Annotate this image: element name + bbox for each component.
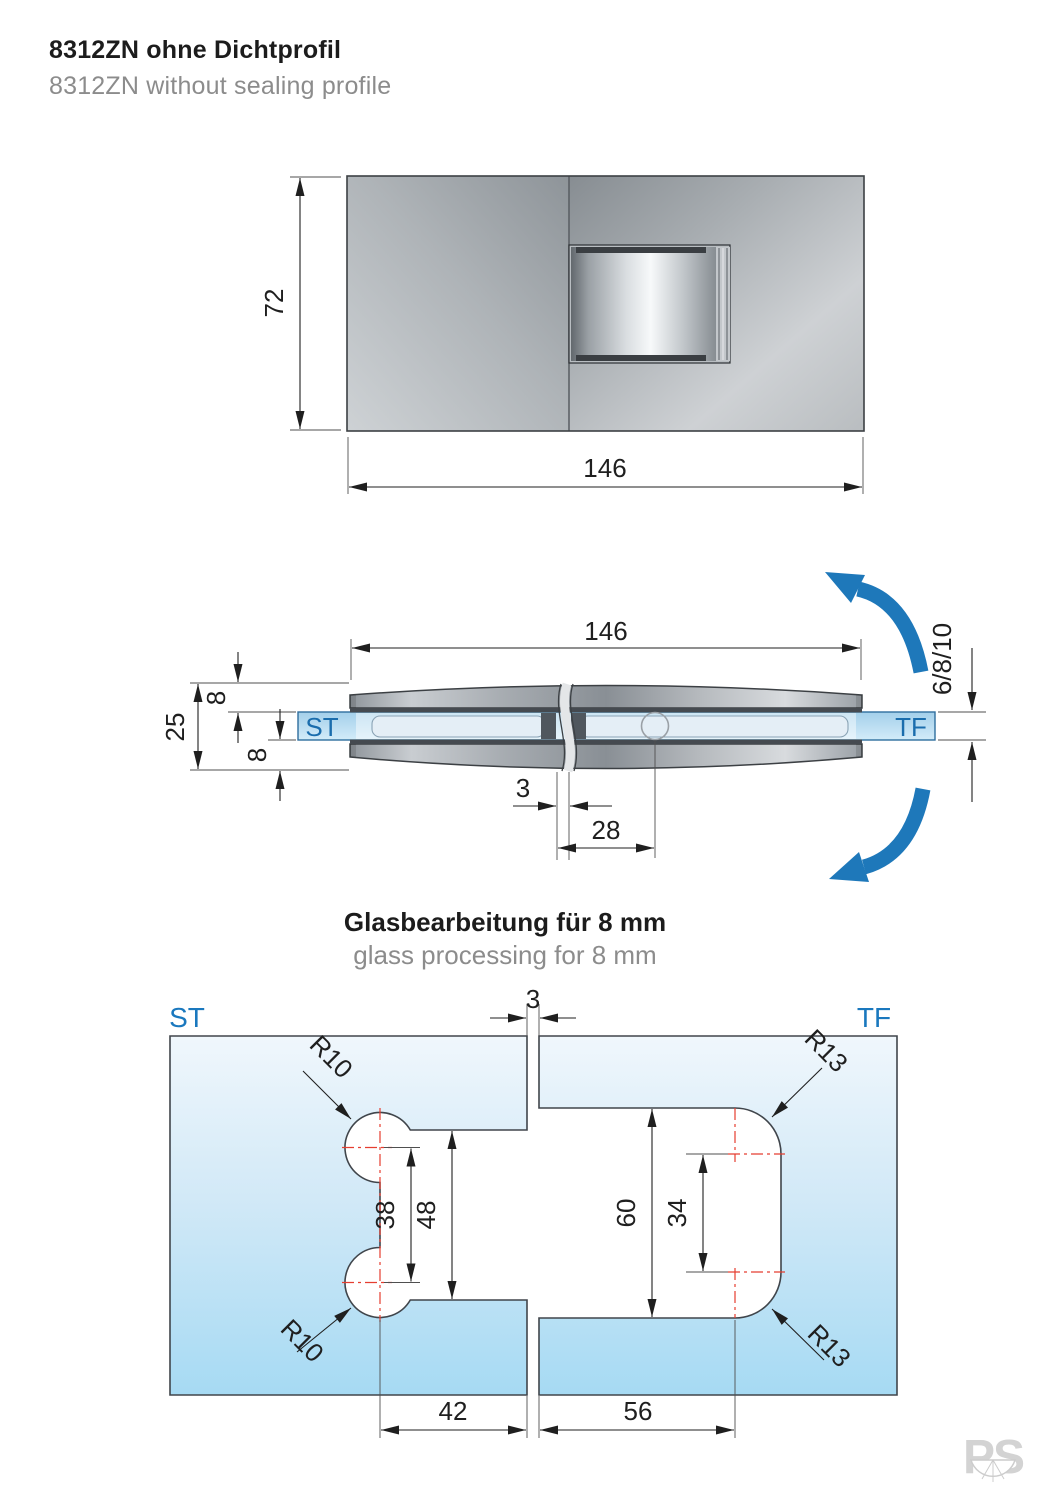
dim-label-48: 48 bbox=[411, 1201, 441, 1230]
dim-tf-centers-34: 34 bbox=[662, 1153, 728, 1273]
dim-panel-gap-3: 3 bbox=[490, 984, 576, 1036]
hinge-roller bbox=[568, 244, 731, 364]
dim-label-34: 34 bbox=[662, 1199, 692, 1228]
dim-tf-width-56: 56 bbox=[538, 1320, 736, 1438]
dim-label-28: 28 bbox=[592, 815, 621, 845]
panel-label-tf: TF bbox=[857, 1002, 891, 1033]
section-title-english: glass processing for 8 mm bbox=[353, 940, 656, 970]
pivot-axis-circle bbox=[640, 711, 670, 741]
dim-label-60: 60 bbox=[611, 1199, 641, 1228]
dim-plate-top-8: 8 bbox=[201, 652, 296, 743]
panel-label-st: ST bbox=[169, 1002, 205, 1033]
dim-st-centers-38: 38 bbox=[370, 1147, 420, 1283]
dim-label-25: 25 bbox=[160, 713, 190, 742]
clamp-shadow-top bbox=[350, 708, 862, 713]
rotation-arrowhead-up bbox=[825, 572, 865, 603]
brand-logo: PS bbox=[963, 1431, 1026, 1484]
plate-top bbox=[349, 684, 863, 709]
dim-tf-cutout-60: 60 bbox=[611, 1109, 657, 1317]
plate-bottom bbox=[349, 743, 863, 770]
dim-label-146-top: 146 bbox=[583, 453, 626, 483]
side-view: 146 ST TF bbox=[160, 572, 986, 882]
clamp-pad-right bbox=[579, 715, 849, 738]
hinge-cover-left bbox=[347, 176, 569, 431]
dim-label-38: 38 bbox=[370, 1201, 400, 1230]
dim-plate-bottom-8: 8 bbox=[242, 709, 296, 801]
glass-panel-st bbox=[169, 1035, 528, 1396]
dim-label-glass-thickness: 6/8/10 bbox=[927, 623, 957, 695]
glass-processing-view: Glasbearbeitung für 8 mm glass processin… bbox=[169, 907, 898, 1438]
dim-st-width-42: 42 bbox=[379, 1320, 528, 1438]
dim-label-3-side: 3 bbox=[516, 773, 530, 803]
rotation-arrow-up bbox=[825, 572, 929, 674]
dim-label-3-bottom: 3 bbox=[526, 984, 540, 1014]
page-title-english: 8312ZN without sealing profile bbox=[49, 72, 392, 100]
rotation-arrowhead-down bbox=[829, 852, 869, 882]
side-glass-label-st: ST bbox=[305, 712, 338, 742]
centerlines-red bbox=[342, 1108, 785, 1322]
dim-label-56: 56 bbox=[624, 1396, 653, 1426]
dim-label-146-side: 146 bbox=[584, 616, 627, 646]
dim-label-72: 72 bbox=[259, 289, 289, 318]
side-glass-label-tf: TF bbox=[895, 712, 927, 742]
page-title-german: 8312ZN ohne Dichtprofil bbox=[49, 36, 342, 64]
dim-label-8-bottom: 8 bbox=[242, 748, 272, 762]
dim-label-8-top: 8 bbox=[201, 691, 231, 705]
dim-top-width-146: 146 bbox=[347, 437, 864, 494]
clamp-pad-left bbox=[371, 715, 546, 738]
dim-top-height-72: 72 bbox=[259, 176, 341, 431]
roller-top-bar bbox=[576, 247, 706, 253]
hinge-body-outline bbox=[346, 175, 865, 432]
dim-side-width-146: 146 bbox=[350, 616, 862, 680]
dim-label-42: 42 bbox=[439, 1396, 468, 1426]
clamp-shadow-bottom bbox=[350, 739, 862, 744]
dim-st-cutout-48: 48 bbox=[411, 1131, 457, 1299]
top-view: 72 146 bbox=[259, 175, 865, 494]
roller-bottom-bar bbox=[576, 355, 706, 361]
leaf-split bbox=[557, 682, 578, 773]
dim-pivot-offset-28: 28 bbox=[558, 740, 656, 858]
rotation-arrow-down bbox=[829, 787, 931, 882]
dim-total-thickness-25: 25 bbox=[160, 682, 349, 771]
section-title-german: Glasbearbeitung für 8 mm bbox=[344, 907, 666, 937]
clamp-block-left bbox=[541, 713, 556, 739]
dim-glass-thickness: 6/8/10 bbox=[927, 623, 986, 802]
